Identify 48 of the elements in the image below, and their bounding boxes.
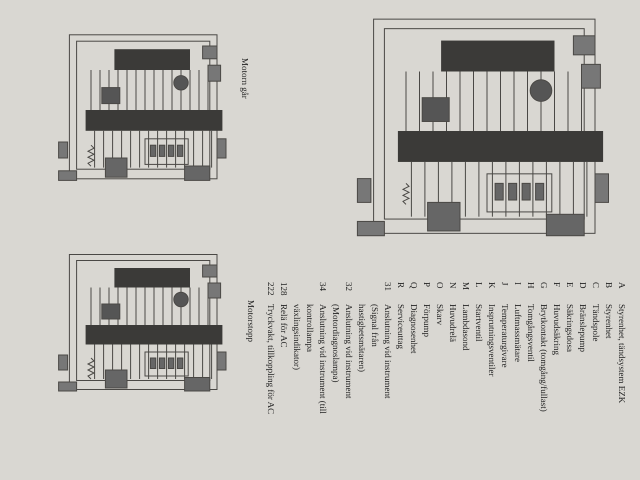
legend-text: Relä för AC — [278, 304, 290, 350]
legend-text: Huvudrelä — [447, 304, 459, 344]
legend-text: Diagnosenhet — [408, 304, 420, 356]
legend-key: C — [589, 282, 602, 304]
legend-key: N — [446, 282, 459, 304]
legend-text: Luftmassmätare — [512, 304, 524, 364]
legend-key: D — [576, 282, 589, 304]
legend-text: Tändspole — [590, 304, 602, 344]
legend-key: 128 — [277, 282, 290, 304]
legend-key: O — [433, 282, 446, 304]
legend-text: Brytkontakt (tomgång/fullast) — [538, 304, 550, 414]
legend-key: J — [498, 282, 511, 304]
legend-key: 34 — [316, 282, 329, 304]
diagram-caption: Motorn går — [240, 58, 250, 99]
legend-key: Q — [407, 282, 420, 304]
legend-key: I — [511, 282, 524, 304]
legend-text: Serviceuttag — [395, 304, 407, 351]
legend-text: Anslutning vid instrument (Signal från hastighetsmätaren) — [356, 304, 394, 400]
legend-text: Tomgångsventil — [525, 304, 537, 364]
legend-key: A — [615, 282, 628, 304]
legend-key: B — [602, 282, 615, 304]
legend-text: Anslutning vid instrument (Motordiagnoslampa) — [330, 304, 355, 400]
legend-text: Förpump — [421, 304, 433, 340]
legend-text: Startventil — [473, 304, 485, 344]
legend-key: M — [459, 282, 472, 304]
legend-text: Tryckvakt, tillkoppling för AC — [265, 304, 277, 416]
legend-key: H — [524, 282, 537, 304]
legend-text: Insprutningsventiler — [486, 304, 498, 378]
legend-key: P — [420, 282, 433, 304]
legend-key: 32 — [342, 282, 355, 304]
legend-text: Styrenhet, tändsystem EZK — [616, 304, 628, 406]
legend-key: 222 — [264, 282, 277, 304]
legend-key: 31 — [381, 282, 394, 304]
legend-key: L — [472, 282, 485, 304]
legend-text: Skarv — [434, 304, 446, 327]
legend-key: E — [563, 282, 576, 304]
legend-text: Bränslepump — [577, 304, 589, 354]
legend-text: Lambdasond — [460, 304, 472, 352]
legend-text: Temperaturgivare — [499, 304, 511, 370]
legend-key: R — [394, 282, 407, 304]
legend-text: Anslutning vid instrument (till kontrollampa växlingsindikator) — [291, 304, 329, 416]
legend-key: F — [550, 282, 563, 304]
legend-key: K — [485, 282, 498, 304]
diagram-caption: Motorstopp — [246, 300, 256, 342]
legend-key: G — [537, 282, 550, 304]
legend-text: Säkringsdosa — [564, 304, 576, 354]
legend-text: Styrenhet — [603, 304, 615, 340]
legend-text: Huvudsäkring — [551, 304, 563, 357]
